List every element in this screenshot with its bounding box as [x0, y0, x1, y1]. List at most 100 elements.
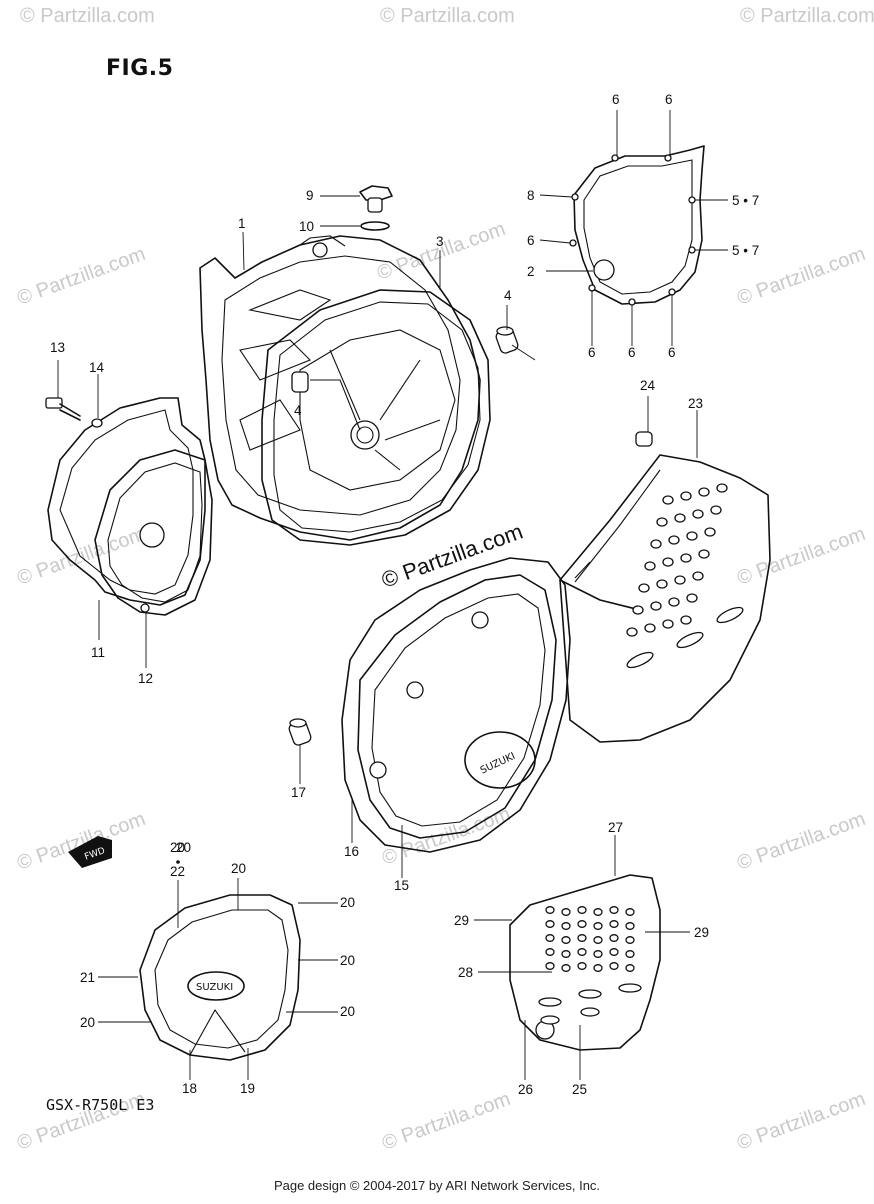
model-code: GSX-R750L E3 — [46, 1096, 155, 1114]
generator-cover-part-20: SUZUKI — [139, 894, 301, 1061]
vent-hole — [609, 962, 619, 970]
vent-hole — [625, 964, 635, 972]
vent-hole — [662, 619, 674, 629]
vent-hole — [656, 579, 668, 589]
part-label: 14 — [89, 360, 105, 375]
vent-hole — [593, 964, 603, 972]
part-label: 20 — [170, 840, 185, 855]
vent-hole — [545, 906, 555, 914]
part-label: 11 — [91, 645, 105, 660]
vent-hole — [577, 920, 587, 928]
vent-hole — [650, 601, 662, 611]
vent-hole — [609, 948, 619, 956]
vent-hole — [540, 1015, 560, 1025]
part-label: 6 — [628, 345, 636, 360]
watermark: © Partzilla.com — [374, 218, 508, 285]
part-label: 6 — [612, 92, 620, 107]
part-label: 20 — [340, 1004, 355, 1019]
vent-hole — [577, 934, 587, 942]
suzuki-logo-clutch: SUZUKI — [479, 751, 517, 777]
vent-hole — [593, 922, 603, 930]
watermark: © Partzilla.com — [734, 808, 868, 875]
clutch-cover-part-1 — [199, 235, 481, 541]
part-label: 15 — [394, 878, 409, 893]
figure-title: FIG.5 — [106, 56, 174, 81]
part-label: 21 — [80, 970, 95, 985]
vent-hole — [593, 936, 603, 944]
part-label: 29 — [454, 913, 469, 928]
vent-hole — [545, 948, 555, 956]
separator-dot — [176, 860, 180, 864]
part-label: 5 • 7 — [732, 243, 759, 258]
vent-hole — [698, 549, 710, 559]
vent-hole — [625, 922, 635, 930]
filler-cap-part-9 — [359, 185, 393, 213]
o-ring-part-10 — [360, 221, 390, 231]
vent-hole — [577, 906, 587, 914]
bolt-part-13 — [45, 397, 81, 421]
part-label: 4 — [294, 403, 302, 418]
center-watermark: © Partzilla.com — [378, 519, 526, 593]
vent-hole — [561, 964, 571, 972]
vent-hole — [625, 936, 635, 944]
engine-guard-part-23 — [559, 454, 771, 743]
clutch-gasket-part-8 — [569, 145, 705, 306]
vent-hole — [668, 597, 680, 607]
part-label: 16 — [344, 844, 359, 859]
part-label: 26 — [518, 1082, 533, 1097]
vent-hole — [626, 651, 654, 669]
suzuki-logo-generator: SUZUKI — [196, 982, 233, 993]
vent-hole — [680, 615, 692, 625]
clutch-cover-gasket-part-16 — [341, 557, 571, 853]
part-label: 4 — [504, 288, 512, 303]
part-label: 12 — [138, 671, 153, 686]
vent-hole — [625, 950, 635, 958]
part-label: 20 — [231, 861, 246, 876]
leader-lines — [57, 110, 728, 1080]
vent-hole — [578, 989, 602, 999]
vent-hole — [609, 920, 619, 928]
part-label: 20 — [80, 1015, 95, 1030]
dowel-pin-part-4 — [495, 326, 519, 354]
watermark: © Partzilla.com — [20, 5, 155, 27]
part-label: 17 — [291, 785, 306, 800]
vent-hole — [686, 593, 698, 603]
vent-hole — [545, 962, 555, 970]
watermark: © Partzilla.com — [740, 5, 874, 27]
part-labels: 1 2 3 4 4 5 • 7 5 • 7 6 6 6 6 6 6 8 9 10… — [50, 92, 759, 1097]
vent-hole — [618, 983, 642, 993]
part-label: 22 — [170, 864, 185, 879]
vent-hole — [704, 527, 716, 537]
vent-hole — [662, 495, 674, 505]
washer-part-14 — [91, 418, 103, 428]
vent-hole — [632, 605, 644, 615]
vent-hole — [593, 950, 603, 958]
vent-hole — [561, 950, 571, 958]
part-label: 6 — [588, 345, 596, 360]
vent-hole — [698, 487, 710, 497]
vent-hole — [692, 509, 704, 519]
vent-hole — [577, 948, 587, 956]
vent-hole — [650, 539, 662, 549]
dowel-pin-part-17 — [288, 718, 312, 746]
vent-hole — [644, 561, 656, 571]
vent-hole — [580, 1007, 600, 1017]
watermark: © Partzilla.com — [379, 1088, 513, 1155]
vent-hole — [656, 517, 668, 527]
part-label: 6 — [668, 345, 676, 360]
part-label: 6 — [527, 233, 535, 248]
part-label: 28 — [458, 965, 473, 980]
part-label: 24 — [640, 378, 656, 393]
vent-hole — [561, 908, 571, 916]
vent-hole — [686, 531, 698, 541]
part-label: 20 — [176, 840, 191, 855]
part-label: 29 — [694, 925, 709, 940]
vent-hole — [577, 962, 587, 970]
part-label: 13 — [50, 340, 65, 355]
vent-hole — [676, 631, 704, 649]
vent-hole — [680, 491, 692, 501]
watermark: © Partzilla.com — [734, 523, 868, 590]
part-label: 8 — [527, 188, 535, 203]
vent-hole — [674, 513, 686, 523]
